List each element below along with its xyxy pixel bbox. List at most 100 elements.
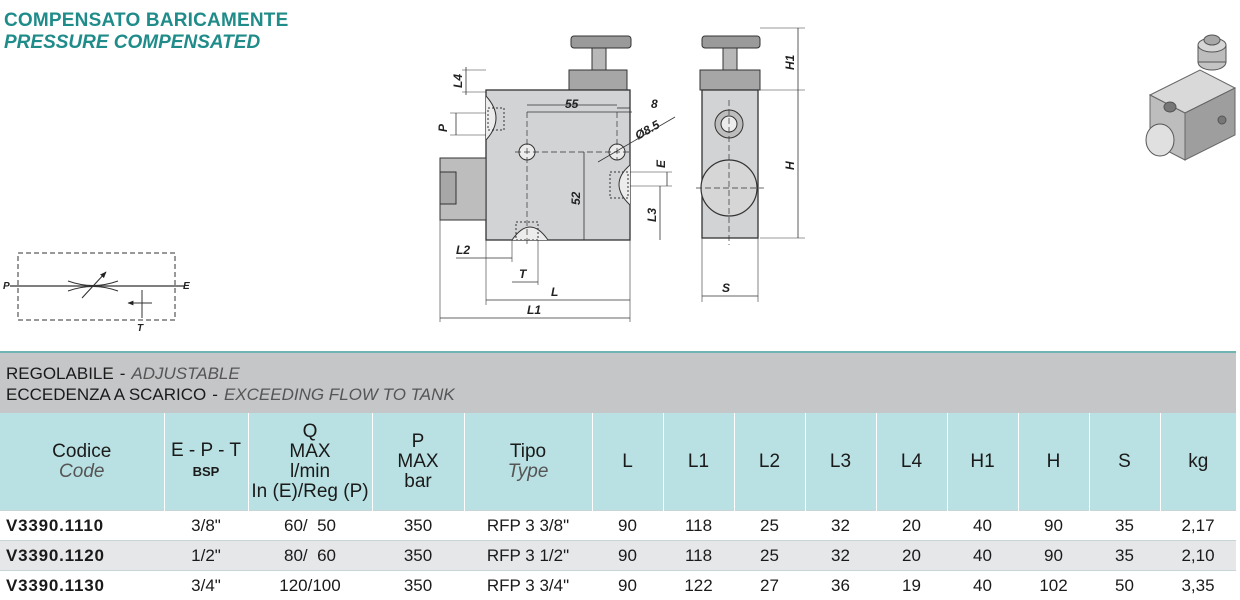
cell-p: 350 — [372, 510, 464, 541]
table-row: V3390.1120 1/2" 80/ 60 350 RFP 3 1/2" 90… — [0, 540, 1236, 571]
header-s: S — [1089, 413, 1161, 511]
header-h1: H1 — [947, 413, 1019, 511]
cell-kg: 2,17 — [1160, 510, 1236, 541]
symbol-label-p: P — [3, 281, 10, 292]
dim-l3: L3 — [645, 208, 659, 222]
dim-52: 52 — [569, 191, 583, 205]
front-view: L4 P 55 8 Ø8.5 E 52 L3 L2 T L L1 — [436, 35, 676, 322]
header-code-it: Codice — [52, 440, 112, 462]
dim-l1: L1 — [527, 303, 541, 317]
section-line2-it: ECCEDENZA A SCARICO — [6, 385, 207, 404]
cell-l4: 20 — [876, 510, 947, 541]
header-tipo-en: Type — [507, 460, 549, 482]
header-l3: L3 — [805, 413, 877, 511]
dim-55: 55 — [565, 97, 579, 111]
cell-ept: 3/8" — [164, 510, 248, 541]
header-l1: L1 — [663, 413, 735, 511]
cell-p: 350 — [372, 570, 464, 600]
cell-kg: 2,10 — [1160, 540, 1236, 571]
section-separator: - — [119, 364, 126, 383]
side-view: H1 H S — [696, 27, 805, 302]
header-l4: L4 — [876, 413, 948, 511]
cell-h1: 40 — [947, 540, 1018, 571]
header-q-2: MAX — [289, 440, 331, 462]
cell-l2: 25 — [734, 540, 805, 571]
header-code-en: Code — [59, 460, 105, 482]
cell-code: V3390.1110 — [0, 510, 164, 541]
cell-s: 35 — [1089, 540, 1160, 571]
section-separator: - — [212, 385, 218, 404]
page-title: COMPENSATO BARICAMENTE — [4, 10, 289, 31]
cell-l3: 32 — [805, 540, 876, 571]
cell-q: 80/ 60 — [248, 540, 372, 571]
dim-h: H — [783, 161, 797, 170]
page-subtitle: PRESSURE COMPENSATED — [4, 32, 261, 53]
cell-l1: 122 — [663, 570, 734, 600]
dim-s: S — [722, 281, 730, 295]
cell-ept: 1/2" — [164, 540, 248, 571]
cell-p: 350 — [372, 540, 464, 571]
cell-h1: 40 — [947, 510, 1018, 541]
symbol-label-t: T — [137, 323, 144, 334]
dim-t: T — [519, 267, 528, 281]
cell-l: 90 — [592, 540, 663, 571]
cell-kg: 3,35 — [1160, 570, 1236, 600]
technical-drawing: P E T L4 P 5 — [3, 27, 1237, 334]
header-q-1: Q — [302, 420, 318, 442]
header-h: H — [1018, 413, 1090, 511]
header-tipo-it: Tipo — [509, 440, 547, 462]
header-p-3: bar — [404, 470, 432, 492]
cell-q: 60/ 50 — [248, 510, 372, 541]
header-bsp: BSP — [192, 464, 220, 479]
valve-3d-image — [1145, 34, 1237, 161]
header-l: L — [592, 413, 664, 511]
cell-l2: 27 — [734, 570, 805, 600]
cell-h: 90 — [1018, 510, 1089, 541]
cell-l: 90 — [592, 570, 663, 600]
header-p-1: P — [411, 430, 425, 452]
cell-l3: 36 — [805, 570, 876, 600]
cell-tipo: RFP 3 3/8" — [464, 510, 592, 541]
dim-l2: L2 — [456, 243, 470, 257]
dim-8: 8 — [651, 97, 658, 111]
section-line-adjustable: REGOLABILE-ADJUSTABLE — [0, 353, 1236, 384]
cell-tipo: RFP 3 1/2" — [464, 540, 592, 571]
cell-l1: 118 — [663, 540, 734, 571]
table-row: V3390.1130 3/4" 120/100 350 RFP 3 3/4" 9… — [0, 570, 1236, 600]
hydraulic-symbol: P E T — [3, 252, 190, 334]
header-q-3: l/min — [289, 460, 331, 482]
cell-h1: 40 — [947, 570, 1018, 600]
cell-code: V3390.1120 — [0, 540, 164, 571]
title-block: COMPENSATO BARICAMENTE PRESSURE COMPENSA… — [4, 10, 288, 54]
cell-l1: 118 — [663, 510, 734, 541]
cell-l3: 32 — [805, 510, 876, 541]
cell-h: 90 — [1018, 540, 1089, 571]
section-line-exceeding: ECCEDENZA A SCARICO-EXCEEDING FLOW TO TA… — [0, 384, 1236, 405]
dim-l: L — [551, 285, 558, 299]
section-line1-en: ADJUSTABLE — [131, 364, 240, 383]
dim-l4: L4 — [451, 74, 465, 88]
dim-e: E — [654, 159, 668, 168]
header-ept-label: E - P - T — [170, 440, 242, 461]
cell-h: 102 — [1018, 570, 1089, 600]
cell-l4: 19 — [876, 570, 947, 600]
symbol-label-e: E — [183, 281, 190, 292]
header-q-4: In (E)/Reg (P) — [251, 480, 369, 502]
header-p-2: MAX — [397, 450, 439, 472]
header-l2: L2 — [734, 413, 806, 511]
cell-l4: 20 — [876, 540, 947, 571]
cell-l: 90 — [592, 510, 663, 541]
table-row: V3390.1110 3/8" 60/ 50 350 RFP 3 3/8" 90… — [0, 510, 1236, 541]
cell-l2: 25 — [734, 510, 805, 541]
cell-s: 50 — [1089, 570, 1160, 600]
header-ept: E - P - T BSP — [164, 413, 249, 511]
cell-tipo: RFP 3 3/4" — [464, 570, 592, 600]
cell-s: 35 — [1089, 510, 1160, 541]
dim-diameter: Ø8.5 — [633, 117, 663, 142]
